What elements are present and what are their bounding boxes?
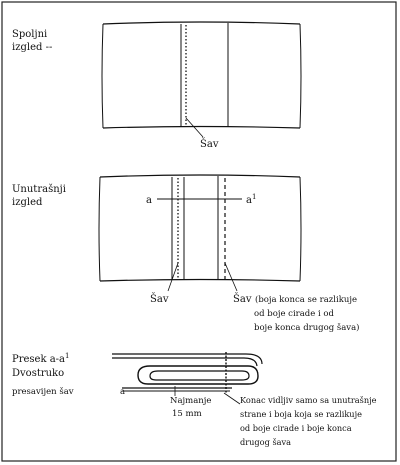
inner-seam-note-1: (boja konca se razlikuje xyxy=(255,294,357,305)
outer-view-label-2: izgled -- xyxy=(12,42,52,53)
inner-view-drawing xyxy=(98,174,302,292)
min-width-label-2: 15 mm xyxy=(172,409,202,419)
section-label-2: Dvostruko xyxy=(12,368,64,379)
section-note-3: od boje cirade i boje konca xyxy=(240,423,352,433)
outer-view-drawing xyxy=(101,21,302,138)
section-note-4: drugog šava xyxy=(240,437,291,447)
inner-seam-note-2: od boje cirade i od xyxy=(254,309,335,319)
section-end-label: a xyxy=(120,387,125,397)
section-mark-a: a xyxy=(146,195,152,206)
inner-view-label-1: Unutrašnji xyxy=(12,184,66,195)
outer-view-label-1: Spoljni xyxy=(12,29,47,40)
section-note-2: strane i boja koja se razlikuje xyxy=(240,409,362,419)
section-label-1: Presek a-a1 xyxy=(12,352,70,365)
section-note-1: Konac vidljiv samo sa unutrašnje xyxy=(240,395,377,405)
outer-seam-label: Šav xyxy=(200,138,219,150)
inner-seam-left-label: Šav xyxy=(150,293,169,305)
inner-view-label-2: izgled xyxy=(12,197,43,208)
min-width-label-1: Najmanje xyxy=(170,396,211,406)
section-label-3: presavijen šav xyxy=(12,386,74,397)
section-mark-a1: a1 xyxy=(246,193,256,206)
inner-seam-note-3: boje konca drugog šava) xyxy=(254,322,360,333)
cross-section-drawing xyxy=(112,352,263,405)
inner-seam-right-label: Šav xyxy=(233,293,252,305)
